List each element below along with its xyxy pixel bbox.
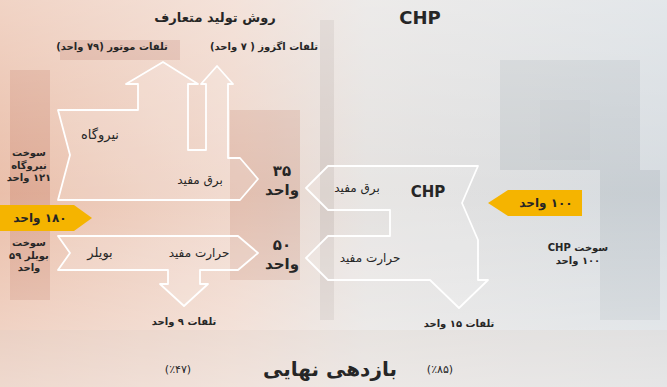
power-plant-flow: نیروگاه برق مفید bbox=[58, 62, 258, 200]
chp-flow-outline bbox=[306, 166, 488, 308]
fuel-label: سوخت بویلر ۵۹ واحد bbox=[2, 237, 56, 275]
node-text: نیروگاه bbox=[81, 127, 119, 143]
section-heading: CHP bbox=[399, 7, 440, 30]
loss-label: تلفات اگزوز ( ۷ واحد) bbox=[210, 41, 318, 54]
node-text: ۱۸۰ واحد bbox=[13, 211, 66, 226]
node-text: ۱۰۰ واحد bbox=[519, 196, 572, 211]
section-heading: روش تولید متعارف bbox=[154, 10, 275, 26]
node-text: بویلر bbox=[87, 245, 112, 261]
flow-value: ۵۰ واحد bbox=[262, 236, 302, 274]
node-text: CHP bbox=[411, 183, 446, 202]
flow-shape bbox=[488, 190, 582, 216]
caption: بازدهی نهایی bbox=[263, 357, 397, 382]
flow-shape bbox=[58, 62, 258, 200]
node-text: حرارت مفید bbox=[169, 246, 230, 261]
input-arrow: ۱۸۰ واحد bbox=[0, 205, 92, 231]
fuel-label: سوخت CHP ۱۰۰ واحد bbox=[542, 242, 614, 267]
efficiency-value: (٪۸۵) bbox=[427, 363, 453, 377]
flow-shape bbox=[306, 166, 488, 308]
node-text: برق مفید bbox=[177, 173, 223, 188]
flow-shape bbox=[0, 205, 92, 231]
loss-label: تلفات موتور (۷۹ واحد) bbox=[56, 41, 168, 54]
efficiency-value: (٪۴۷) bbox=[165, 363, 191, 377]
loss-label: تلفات ۱۵ واحد bbox=[424, 318, 495, 331]
node-text: حرارت مفید bbox=[340, 251, 401, 266]
flow-shape bbox=[58, 236, 258, 306]
boiler-flow: بویلر حرارت مفید bbox=[58, 236, 258, 306]
flow-value: ۳۵ واحد bbox=[262, 162, 302, 200]
fuel-label: سوخت نیروگاه ۱۲۱ واحد bbox=[2, 147, 56, 185]
chp-flow: برق مفید CHP حرارت مفید bbox=[306, 166, 488, 308]
node-text: برق مفید bbox=[334, 181, 380, 196]
input-arrow: ۱۰۰ واحد bbox=[488, 190, 582, 216]
loss-label: تلفات ۹ واحد bbox=[152, 316, 217, 329]
